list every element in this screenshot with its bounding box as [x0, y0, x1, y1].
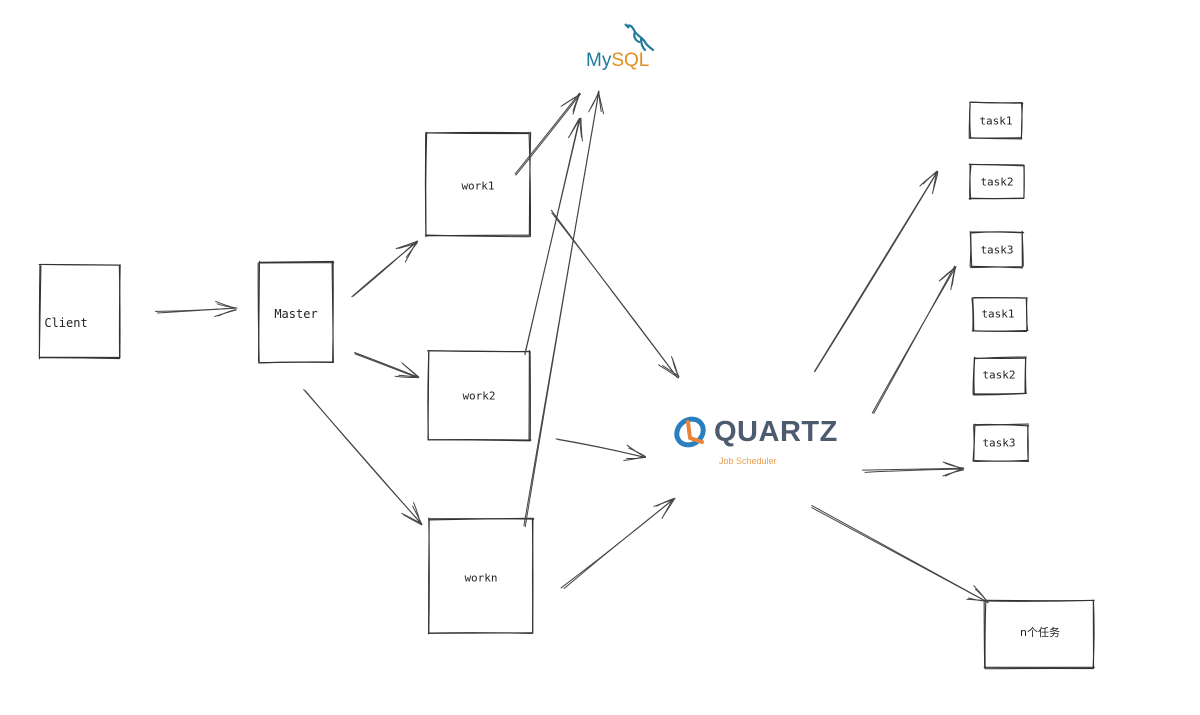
node-task2-box[interactable] — [968, 163, 1025, 200]
node-task2-b-label: task2 — [982, 368, 1016, 382]
arrowhead-icon — [653, 497, 676, 519]
node-task3-box[interactable] — [969, 230, 1025, 269]
node-task3-b-label: task3 — [982, 436, 1016, 450]
node-task2-b-box[interactable] — [972, 356, 1027, 396]
arrowhead-icon — [560, 93, 581, 115]
arrow-workn-quartz — [560, 497, 676, 589]
arrow-quartz-task3-b — [861, 461, 965, 477]
arrow-quartz-n-tasks — [811, 504, 989, 604]
arrow-work1-quartz — [550, 209, 680, 379]
arrowhead-icon — [394, 362, 420, 379]
node-task2-label: task2 — [980, 175, 1014, 189]
node-client-box[interactable] — [38, 263, 121, 360]
node-task1-label: task1 — [979, 114, 1013, 128]
node-task3-label: task3 — [980, 243, 1014, 257]
node-master-box[interactable] — [257, 260, 335, 364]
node-task1-box[interactable] — [968, 101, 1024, 140]
node-master-label: Master — [274, 307, 318, 321]
dolphin-icon — [624, 23, 655, 52]
node-n-tasks-label: n个任务 — [1020, 626, 1060, 639]
arrow-quartz-task1 — [814, 170, 939, 373]
quartz-title: QUARTZ — [714, 416, 838, 448]
node-workn-label: workn — [464, 571, 498, 585]
arrow-master-workn — [303, 389, 423, 526]
arrow-quartz-task3 — [871, 265, 957, 414]
node-task3-b-box[interactable] — [972, 423, 1030, 463]
mysql-wordmark: MySQL — [586, 50, 649, 72]
mysql-logo: MySQL — [583, 22, 663, 74]
node-client-label: Client — [44, 316, 88, 330]
arrowhead-icon — [966, 585, 989, 604]
arrowhead-icon — [942, 461, 965, 477]
arrowhead-icon — [623, 444, 646, 461]
node-work2-box[interactable] — [426, 350, 532, 442]
node-work1-box[interactable] — [424, 131, 532, 238]
arrow-work2-quartz — [555, 438, 647, 461]
arrow-client-master — [154, 300, 238, 317]
node-work1-label: work1 — [461, 179, 495, 193]
quartz-subtitle: Job Scheduler — [719, 456, 777, 466]
node-work2-label: work2 — [462, 389, 496, 403]
arrowhead-icon — [588, 90, 605, 115]
arrowhead-icon — [568, 117, 583, 142]
node-n-tasks-box[interactable] — [983, 599, 1095, 670]
mysql-my-text: My — [586, 50, 612, 71]
arrow-workn-mysql — [523, 90, 605, 528]
arrowhead-icon — [938, 266, 957, 291]
node-task1-b-box[interactable] — [971, 296, 1029, 333]
node-task1-b-label: task1 — [981, 307, 1015, 321]
quartz-q-icon — [674, 416, 706, 448]
arrow-work1-mysql — [514, 92, 581, 176]
arrowhead-icon — [657, 356, 680, 379]
arrowhead-icon — [214, 300, 237, 317]
arrow-master-work2 — [354, 352, 420, 379]
arrowhead-icon — [401, 502, 423, 526]
mysql-sql-text: SQL — [611, 50, 650, 71]
arrowhead-icon — [395, 240, 419, 263]
node-workn-box[interactable] — [427, 517, 535, 635]
arrowhead-icon — [919, 170, 939, 195]
arrow-master-work1 — [351, 240, 419, 298]
arrow-work2-mysql — [524, 117, 583, 356]
quartz-logo: QUARTZ Job Scheduler — [670, 412, 840, 472]
